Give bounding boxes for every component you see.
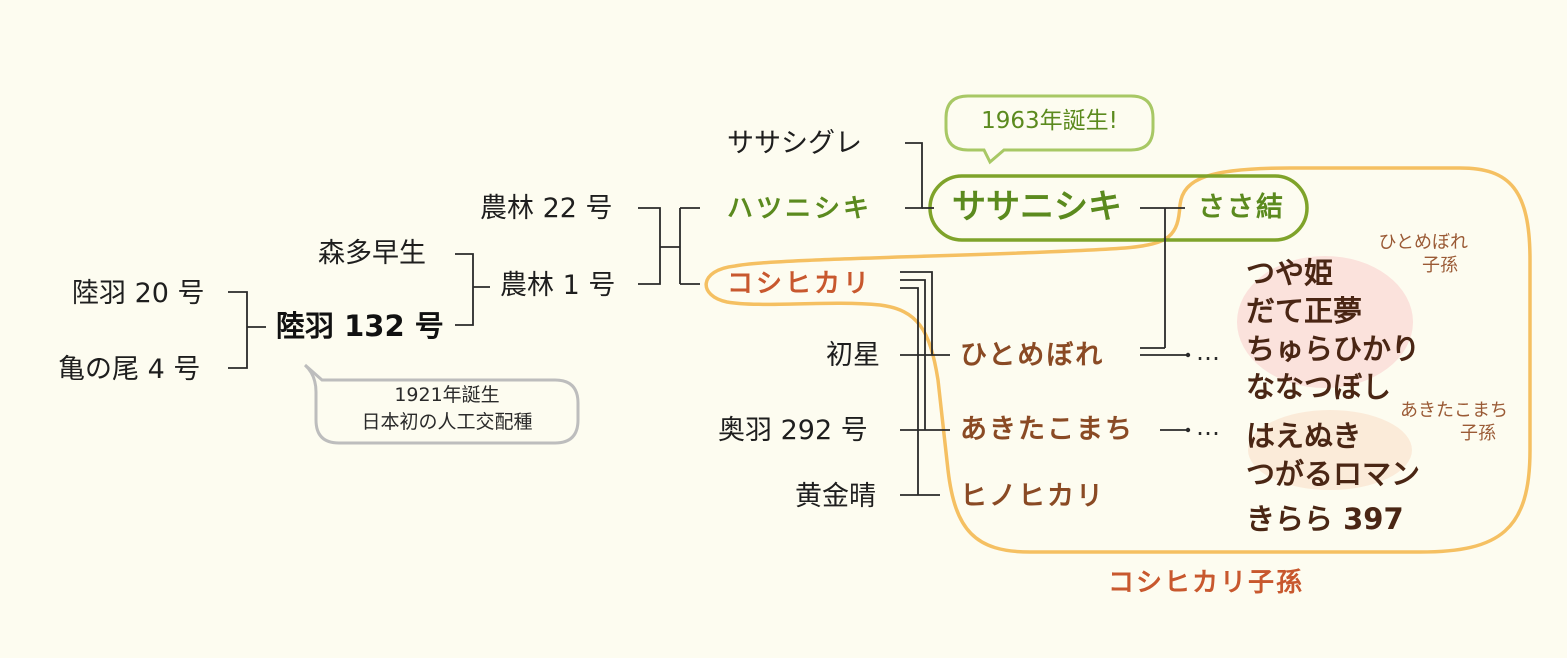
- rikuu-bubble-text: 1921年誕生 日本初の人工交配種: [316, 382, 578, 436]
- node-hatsunishiki: ハツニシキ: [727, 194, 873, 224]
- rikuu-bubble-line2: 日本初の人工交配種: [361, 411, 533, 433]
- rikuu-bubble-line1: 1921年誕生: [394, 384, 500, 406]
- node-koganebare: 黄金晴: [795, 481, 876, 512]
- akitakomachi-descendant-list: はえぬき つがるロマン: [1246, 417, 1420, 493]
- ellipsis-hitomebore: …: [1196, 338, 1220, 366]
- node-kamenoo-4: 亀の尾 4 号: [58, 354, 201, 385]
- label-koshihikari-descendants: コシヒカリ子孫: [1108, 568, 1305, 598]
- sasanishiki-bubble-text: 1963年誕生!: [981, 108, 1118, 134]
- node-sasamusubi: ささ結: [1198, 192, 1285, 223]
- node-norin-1: 農林 1 号: [500, 270, 616, 301]
- hitomebore-descendants-highlight: [1237, 256, 1413, 388]
- birth-bubble-gray: [303, 363, 580, 445]
- ellipsis-akitakomachi: …: [1196, 413, 1220, 441]
- descendant-nanatsuboshi: ななつぼし: [1246, 370, 1392, 404]
- birth-bubble-green: [944, 94, 1155, 165]
- node-sasanishiki: ササニシキ: [952, 187, 1122, 227]
- node-sasashigure: ササシグレ: [727, 128, 862, 159]
- node-hatsuboshi: 初星: [826, 340, 880, 371]
- pedigree-connectors: [228, 142, 1188, 496]
- node-ouu-292: 奥羽 292 号: [718, 415, 868, 446]
- hitomebore-descendant-list: つや姫 だて正夢 ちゅらひかり ななつぼし: [1246, 254, 1420, 406]
- descendant-tsuyahime: つや姫: [1246, 256, 1334, 290]
- node-moritawase: 森多早生: [318, 238, 426, 269]
- descendant-haenuki: はえぬき: [1246, 419, 1362, 453]
- node-hitomebore: ひとめぼれ: [960, 340, 1105, 371]
- koshihikari-descendants-region: [704, 166, 1532, 554]
- node-koshihikari: コシヒカリ: [727, 269, 873, 299]
- akitakomachi-descendants-highlight: [1248, 410, 1412, 490]
- descendant-datemasayume: だて正夢: [1246, 294, 1363, 328]
- connector-dot: [1185, 352, 1191, 358]
- node-hinohikari: ヒノヒカリ: [960, 481, 1105, 512]
- node-rikuu-20: 陸羽 20 号: [72, 278, 205, 309]
- label-hitomebore-descendants: ひとめぼれ 子孫: [1378, 232, 1468, 276]
- connector-dot: [1185, 427, 1191, 433]
- label-akitakomachi-descendants: あきたこまち 子孫: [1400, 400, 1508, 444]
- descendant-churahikari: ちゅらひかり: [1246, 332, 1421, 366]
- node-akitakomachi: あきたこまち: [960, 414, 1134, 445]
- descendant-tsugaruroman: つがるロマン: [1246, 457, 1421, 491]
- node-norin-22: 農林 22 号: [480, 193, 613, 224]
- node-rikuu-132: 陸羽 132 号: [276, 309, 444, 343]
- descendant-kirara-397: きらら 397: [1246, 502, 1404, 536]
